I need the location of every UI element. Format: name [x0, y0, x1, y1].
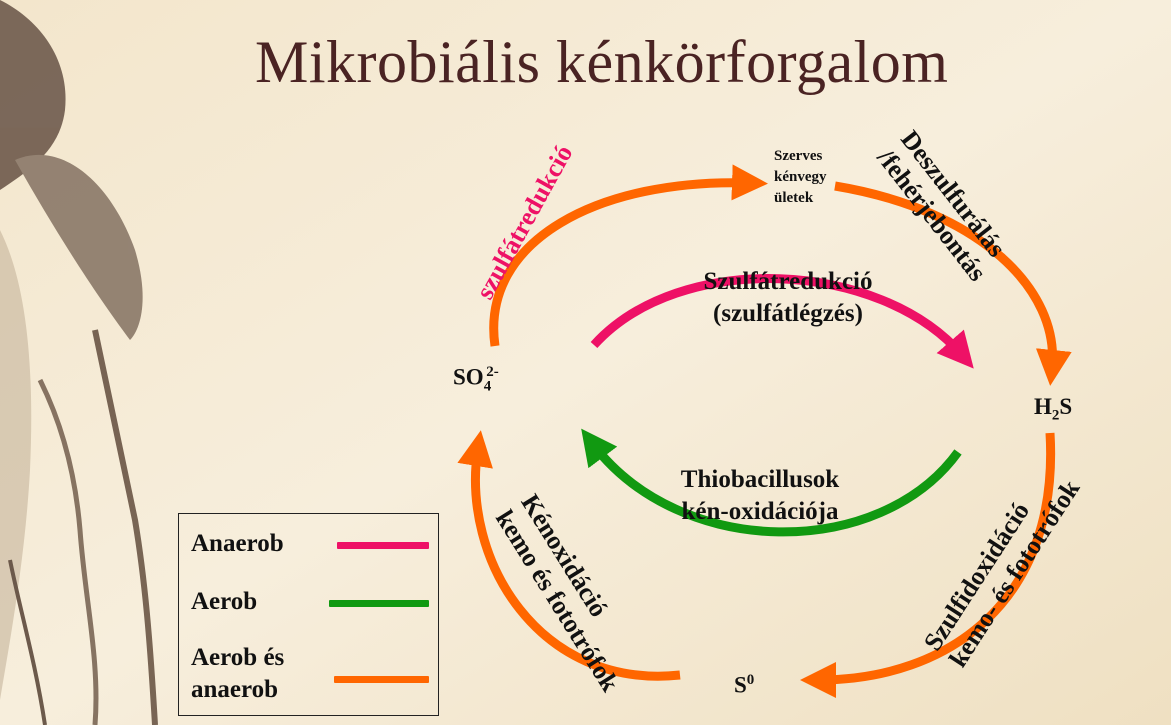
node-elemental-sulfur: S0 [734, 672, 754, 699]
node-organic-line-1: Szerves [774, 146, 827, 167]
node-s0-superscript: 0 [747, 672, 755, 688]
legend-swatch-anaerob [337, 542, 429, 549]
label-thiobacillus-oxidation: Thiobacillusok kén-oxidációja [650, 464, 870, 528]
node-h2s-s: S [1059, 394, 1072, 419]
node-sulfate-subscript: 4 [484, 378, 492, 394]
legend-swatch-aerob [329, 600, 429, 607]
legend: Anaerob Aerob Aerob és anaerob [178, 513, 439, 716]
legend-item-anaerob: Anaerob [191, 528, 284, 560]
label-thiobacillus-line-1: Thiobacillusok [650, 464, 870, 496]
legend-label-aerob: Aerob [191, 588, 257, 615]
label-thiobacillus-line-2: kén-oxidációja [650, 496, 870, 528]
label-sulfate-reduction-respiration: Szulfátredukció (szulfátlégzés) [676, 266, 900, 330]
legend-label-anaerob: Anaerob [191, 530, 284, 557]
node-organic-sulfur-compounds: Szerves kénvegy ületek [774, 146, 827, 209]
node-organic-line-2: kénvegy [774, 167, 827, 188]
node-sulfate-base: SO [453, 365, 484, 390]
node-hydrogen-sulfide: H2S [1034, 394, 1072, 425]
legend-swatch-aerob-anaerob [334, 676, 429, 683]
label-sulfate-reduction-line-2: (szulfátlégzés) [676, 298, 900, 330]
legend-label-aerob-anaerob-line-1: Aerob és [191, 642, 284, 674]
legend-label-aerob-anaerob-line-2: anaerob [191, 674, 284, 706]
legend-item-aerob-anaerob: Aerob és anaerob [191, 642, 284, 706]
node-sulfate-charge: 2- [486, 364, 499, 380]
node-h2s-h: H [1034, 394, 1052, 419]
legend-item-aerob: Aerob [191, 586, 257, 618]
node-sulfate: SO42- [453, 364, 504, 395]
node-s0-base: S [734, 673, 747, 698]
node-organic-line-3: ületek [774, 188, 827, 209]
label-sulfate-reduction-line-1: Szulfátredukció [676, 266, 900, 298]
